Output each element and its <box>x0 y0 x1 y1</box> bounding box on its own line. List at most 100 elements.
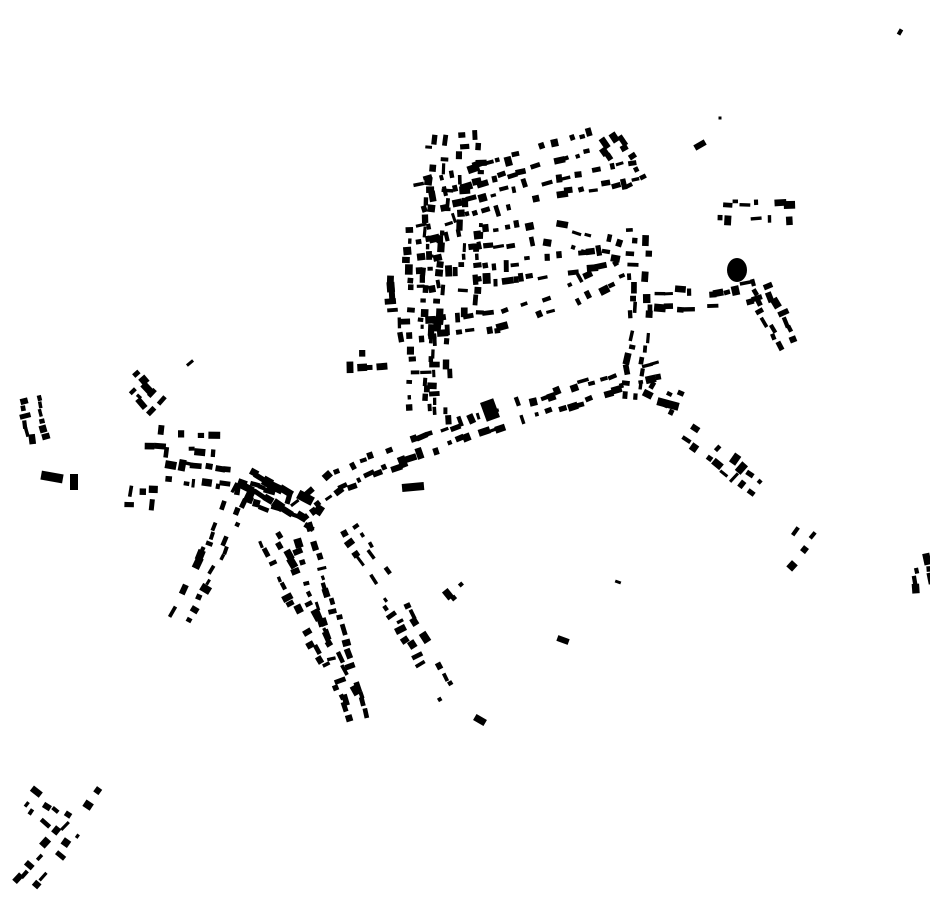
building <box>627 310 633 319</box>
building <box>450 212 457 224</box>
building <box>440 426 449 433</box>
building <box>31 879 42 890</box>
building <box>432 447 440 456</box>
building <box>27 808 35 816</box>
building <box>411 651 424 661</box>
building <box>717 214 723 221</box>
building <box>496 170 507 179</box>
building <box>472 274 479 285</box>
building <box>628 330 635 342</box>
building <box>296 489 315 506</box>
building <box>458 132 466 139</box>
building <box>414 659 426 669</box>
building <box>575 401 585 409</box>
building <box>441 672 450 682</box>
building <box>465 194 477 202</box>
building <box>457 581 464 588</box>
building <box>423 176 433 186</box>
building <box>461 253 466 260</box>
building <box>750 294 763 303</box>
building <box>477 426 492 437</box>
building <box>418 630 432 645</box>
building <box>54 850 67 861</box>
building <box>434 269 444 277</box>
building <box>615 161 624 167</box>
building <box>734 461 749 475</box>
building <box>628 344 636 350</box>
building <box>775 340 785 352</box>
building <box>331 684 340 692</box>
building <box>425 223 432 230</box>
building <box>732 199 739 204</box>
building <box>423 197 429 206</box>
building <box>436 260 444 269</box>
building <box>185 359 195 367</box>
building <box>781 316 790 329</box>
building <box>353 681 363 693</box>
building <box>415 267 423 275</box>
building <box>41 801 52 812</box>
building <box>645 250 653 257</box>
building <box>394 623 408 635</box>
building <box>611 181 622 190</box>
building <box>753 199 759 206</box>
building <box>745 469 755 479</box>
building <box>148 498 155 511</box>
building <box>783 200 796 209</box>
building <box>60 820 70 831</box>
building <box>674 285 687 293</box>
building <box>261 547 271 558</box>
building <box>321 631 331 643</box>
building <box>298 558 306 566</box>
building <box>434 661 444 671</box>
building <box>576 377 590 385</box>
building <box>422 226 427 238</box>
building <box>541 295 552 303</box>
building <box>475 159 487 167</box>
building <box>404 264 413 275</box>
building <box>148 485 158 494</box>
building <box>208 531 216 541</box>
building <box>422 377 428 387</box>
building <box>762 281 774 291</box>
building <box>449 423 462 433</box>
building <box>553 156 566 165</box>
building <box>595 244 603 257</box>
building <box>167 605 178 618</box>
building <box>618 272 626 279</box>
building <box>421 214 429 224</box>
building <box>38 424 48 434</box>
building <box>428 284 437 294</box>
building <box>495 321 509 332</box>
building <box>552 385 562 396</box>
building <box>525 272 534 280</box>
building <box>494 157 500 163</box>
building <box>922 552 930 566</box>
building <box>303 580 310 587</box>
building <box>402 256 410 264</box>
building <box>405 226 414 234</box>
building <box>431 134 438 145</box>
building <box>464 327 475 333</box>
building <box>609 162 616 170</box>
building <box>407 277 414 284</box>
building <box>278 484 295 498</box>
building <box>302 627 313 637</box>
building <box>233 485 241 496</box>
building <box>201 478 213 487</box>
building <box>310 540 320 552</box>
building <box>376 362 388 371</box>
building <box>435 308 444 320</box>
building <box>739 280 752 286</box>
building <box>432 323 442 332</box>
building <box>627 160 637 167</box>
building <box>340 529 349 538</box>
building <box>475 142 482 151</box>
building <box>480 206 491 214</box>
building <box>445 415 452 425</box>
building <box>382 597 389 603</box>
building <box>410 370 420 375</box>
building <box>544 406 553 414</box>
building <box>531 194 540 203</box>
